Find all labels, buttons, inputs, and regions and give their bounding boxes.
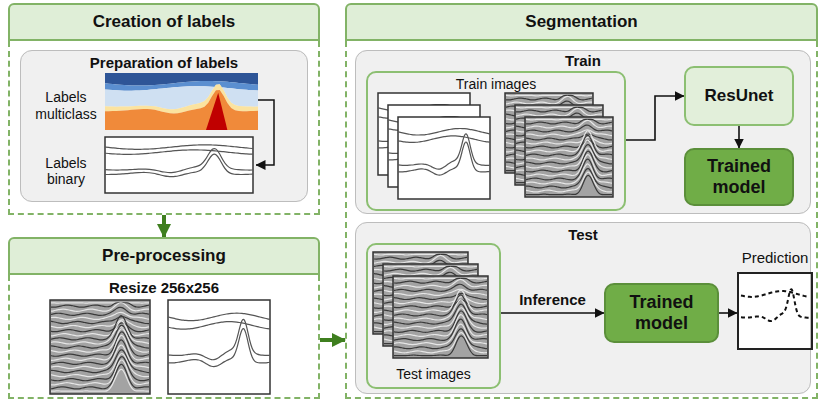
seismic-image: [393, 276, 488, 358]
node-title: Prediction: [737, 249, 813, 266]
node-text: Labels binary: [25, 155, 107, 189]
trained-model-box: Trained model: [684, 148, 794, 206]
seismic-image: [525, 117, 613, 197]
flow-arrow: [501, 312, 604, 314]
node-title: Test: [356, 226, 810, 243]
image-group: Test images: [366, 243, 501, 389]
binary-label-image: [398, 117, 490, 199]
image-group: Train images: [366, 71, 626, 211]
node-title: Train: [356, 52, 810, 69]
node-title: Pre-processing: [8, 237, 320, 275]
node-title: Creation of labels: [8, 3, 320, 41]
trained-model-box: Trained model: [604, 283, 719, 343]
edge-label-holder: Inference: [517, 291, 588, 308]
node-title: Test images: [368, 366, 499, 387]
node-title: Train images: [368, 76, 624, 92]
prediction-frame: [737, 272, 813, 350]
section-fill: [355, 50, 811, 214]
stage-panel: Pre-processingResize 256x256: [8, 237, 320, 399]
binary-label-image: [105, 137, 253, 193]
model-box: ResUnet: [684, 66, 794, 126]
node-text: Resize 256x256: [8, 279, 320, 296]
node-text: Labels multiclass: [25, 89, 107, 123]
stage-panel: SegmentationTrainTrain imagesResUnetTrai…: [345, 3, 818, 399]
stage-panel: Creation of labelsPreparation of labelsL…: [8, 3, 320, 215]
test-section: TestTest images Trained model Prediction: [355, 222, 811, 394]
label-prep-box: Preparation of labelsLabels multiclassLa…: [20, 50, 308, 202]
binary-label-image: [168, 300, 270, 394]
train-section: TrainTrain imagesResUnetTrained model: [355, 50, 811, 214]
stage-arrow: [162, 215, 166, 237]
seismic-image: [50, 300, 150, 394]
flow-arrow: [738, 126, 740, 148]
edge-label: Inference: [517, 291, 588, 308]
node-title: Segmentation: [345, 3, 818, 41]
node-title: ResUnet: [705, 86, 774, 106]
section-fill: [20, 50, 308, 202]
flow-arrow: [719, 312, 737, 314]
prediction-image: [737, 272, 813, 350]
flow-arrow: [626, 96, 684, 140]
conversion-arrow: [256, 100, 274, 165]
prediction-box: Prediction: [737, 249, 813, 353]
node-title: Trained model: [612, 292, 711, 333]
stage-arrow: [320, 338, 345, 342]
multiclass-label-image: [105, 73, 258, 130]
node-title: Preparation of labels: [21, 54, 307, 71]
node-title: Trained model: [692, 156, 786, 197]
